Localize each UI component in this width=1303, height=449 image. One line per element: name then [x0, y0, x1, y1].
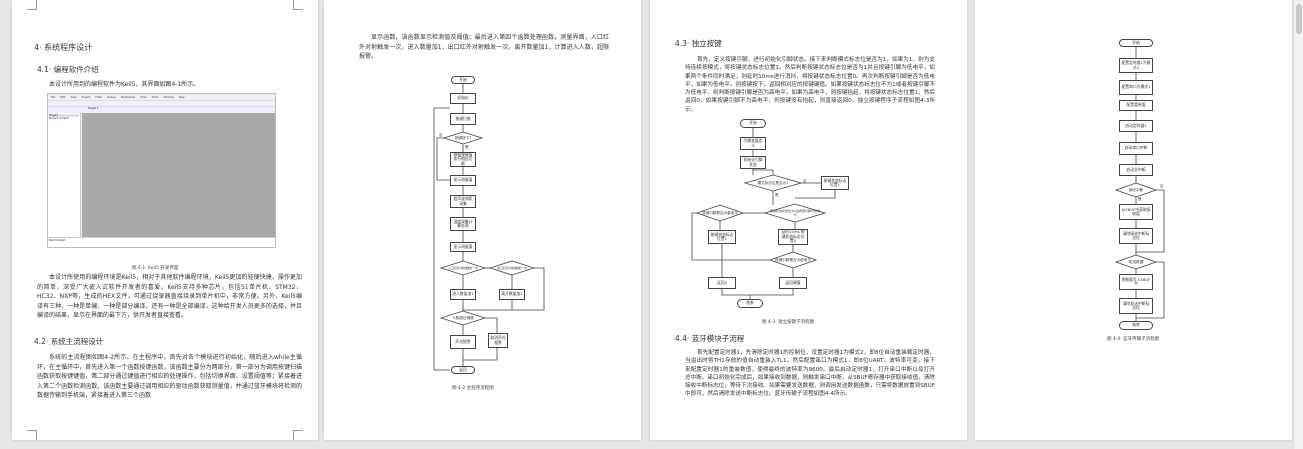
- flow-tx-decision: 发送数据: [1128, 260, 1144, 264]
- display-paragraph: 显示函数，该函数显示检测值及阈值；最后进入第四个函数处理函数，测量界面，入口红外…: [359, 34, 609, 61]
- flow-low-decision: 按键引脚是否为低电平: [775, 258, 811, 262]
- flow-init: 初始化引脚状态: [740, 156, 766, 169]
- keil-menubar: File Edit View Project Flash Debug Peripherals…: [48, 94, 275, 100]
- menu-item: Peripherals: [120, 95, 136, 99]
- no-label: 否: [1160, 184, 1164, 188]
- flow-start: 开始: [740, 119, 766, 128]
- flow-alarm: 声光报警: [450, 335, 476, 349]
- flow-step: 清除接收中断标志位: [1119, 228, 1153, 244]
- menu-item: Window: [163, 95, 174, 99]
- flow-end: 返回: [451, 366, 475, 374]
- flow-entry-decision: 入口红外对射触发一次: [447, 266, 478, 270]
- flow-step: 配置重装值: [1119, 100, 1153, 111]
- project-pane-title: Project: [49, 114, 79, 117]
- flow-handle: 根据按键值执行相应功能: [450, 152, 476, 167]
- yes-label: 是: [775, 193, 779, 197]
- flow-distance: 超声波测距采集: [450, 195, 476, 208]
- flow-cancel-alarm: 取消声光报警: [488, 333, 508, 348]
- menu-item: Help: [178, 95, 185, 99]
- keil-toolbar-2: Target 1: [48, 106, 275, 112]
- no-label: 否: [439, 133, 443, 137]
- flow-threshold-decision: 人数超过阈值: [452, 316, 474, 320]
- flow-set-flag: 按键状态标志位置1: [821, 176, 849, 190]
- target-select: Target 1: [88, 107, 99, 110]
- bluetooth-paragraph: 首先配置定时器1，先清除定时器1的控制位，设置定时器1为模式2，即8位自动重装载…: [685, 350, 935, 398]
- menu-item: File: [51, 95, 56, 99]
- section-heading-4-1: 4.1· 编程软件介绍: [37, 65, 99, 74]
- vertical-scrollbar[interactable]: [1293, 0, 1303, 449]
- page-3: 4.3· 独立按键 首先，定义按键引脚，进行初始化引脚状态。接下来判断模式标志位…: [650, 0, 967, 440]
- flow-mode-decision: 模式标志位是否为1: [757, 181, 789, 185]
- build-output: Build Output: [48, 237, 275, 247]
- flow-define: 引脚变量定义: [740, 137, 766, 150]
- flow-step: 配置串口为模式1: [1119, 80, 1153, 95]
- section-heading-4-2: 4.2· 系统主流程设计: [34, 337, 104, 346]
- flow-init: 初始化: [450, 93, 476, 104]
- corner-mark: [293, 430, 303, 440]
- menu-item: Debug: [107, 95, 116, 99]
- flow-set-flag-2: 按键状态标志位置1: [708, 230, 736, 244]
- figure-caption: 图 4-1· Keil5 开发界面: [132, 266, 179, 271]
- figure-caption: 图 4-3· 独立按键子流程图: [762, 320, 815, 325]
- corner-mark: [27, 430, 37, 440]
- flow-start: 开始: [451, 76, 475, 84]
- flow-delay: 延时10ms 按键状态标志位置0: [778, 229, 808, 245]
- flow-start: 开始: [1119, 39, 1153, 47]
- flow-rx-decision: 接收中断: [1128, 188, 1144, 192]
- flow-end: 结束: [737, 299, 763, 308]
- flow-main-decision: 按键状态标志位为1且按键引脚为低电平: [770, 209, 820, 217]
- menu-item: Tools: [140, 95, 147, 99]
- keil-paragraph: 本设计所使用的编程环境是Keil5，相对于其他软件编程环境，Keil5更加的轻便…: [37, 274, 302, 320]
- flow-high-decision: 按键引脚是否为高电平: [702, 211, 738, 215]
- yes-label: 是: [1138, 197, 1142, 201]
- menu-item: SVCS: [151, 95, 159, 99]
- main-flow-paragraph: 系统的主流程图如图4-2所示。在主程序中，首先对各个模块进行初始化，随后进入wh…: [37, 354, 302, 400]
- figure-caption: 图 4-4· 蓝牙传输子流程图: [1107, 337, 1160, 342]
- menu-item: View: [70, 95, 77, 99]
- flow-show2: 显示测量值: [450, 242, 476, 252]
- project-item: Project: project: [49, 117, 69, 120]
- corner-mark: [27, 0, 37, 10]
- flow-decrement: 离开数量加1: [499, 289, 525, 300]
- chapter-heading: 4· 系统程序设计: [34, 43, 93, 52]
- flow-return-key: 返回键值: [779, 277, 807, 289]
- flow-exit-decision: 出口红外对射触发一次: [496, 266, 527, 270]
- flow-step: 配置定时器1为模式2: [1119, 58, 1153, 73]
- flow-step: 启动定时器1: [1119, 120, 1153, 132]
- flowchart-lines: [433, 84, 545, 371]
- figure-caption: 图 4-2 主程序流程图: [452, 386, 494, 391]
- page-2: 显示函数，该函数显示检测值及阈值；最后进入第四个函数处理函数，测量界面，入口红外…: [324, 0, 641, 440]
- menu-item: Project: [81, 95, 91, 99]
- flow-pressed-decision: 按键按下?: [454, 136, 472, 140]
- scrollbar-thumb[interactable]: [1296, 4, 1302, 34]
- page-4: 开始 配置定时器1为模式2 配置串口为模式1 配置重装值 启动定时器1 启动串口…: [975, 0, 1292, 440]
- page-1: 4· 系统程序设计 4.1· 编程软件介绍 本设计所用到的编程软件为Keil5，…: [12, 0, 318, 440]
- flow-increment: 进入数量加1: [450, 289, 476, 300]
- section-heading-4-4: 4.4· 蓝牙模块子流程: [675, 334, 745, 343]
- menu-item: Edit: [60, 95, 66, 99]
- no-label: 否: [803, 179, 807, 183]
- flow-scan: 按键扫描: [450, 113, 476, 125]
- section-heading-4-3: 4.3· 独立按键: [675, 39, 722, 48]
- intro-paragraph: 本设计所用到的编程软件为Keil5，其界面如图4-1所示。: [49, 81, 200, 88]
- flow-return-0: 返回0: [708, 277, 736, 289]
- editor-area: [82, 113, 275, 237]
- yes-label: 是: [465, 145, 469, 149]
- corner-mark: [293, 0, 303, 10]
- flow-step: 清除发送中断标志位: [1119, 298, 1153, 314]
- menu-item: Flash: [95, 95, 103, 99]
- flow-step: 启动串口中断: [1119, 142, 1153, 155]
- flow-step: 将数据写入SBUF中: [1119, 274, 1153, 290]
- keil-toolbar: [48, 100, 275, 106]
- button-paragraph: 首先，定义按键引脚，进行初始化引脚状态。接下来判断模式标志位是否为1，如果为1，…: [685, 57, 935, 113]
- flow-step: 从SBUF中获取接收值: [1119, 204, 1153, 220]
- flow-temp: 温度采集计算处理: [450, 217, 476, 231]
- flow-step: 启动总中断: [1119, 164, 1153, 176]
- flow-end: 结束: [1119, 321, 1153, 330]
- flow-show1: 显示测量值: [450, 175, 476, 186]
